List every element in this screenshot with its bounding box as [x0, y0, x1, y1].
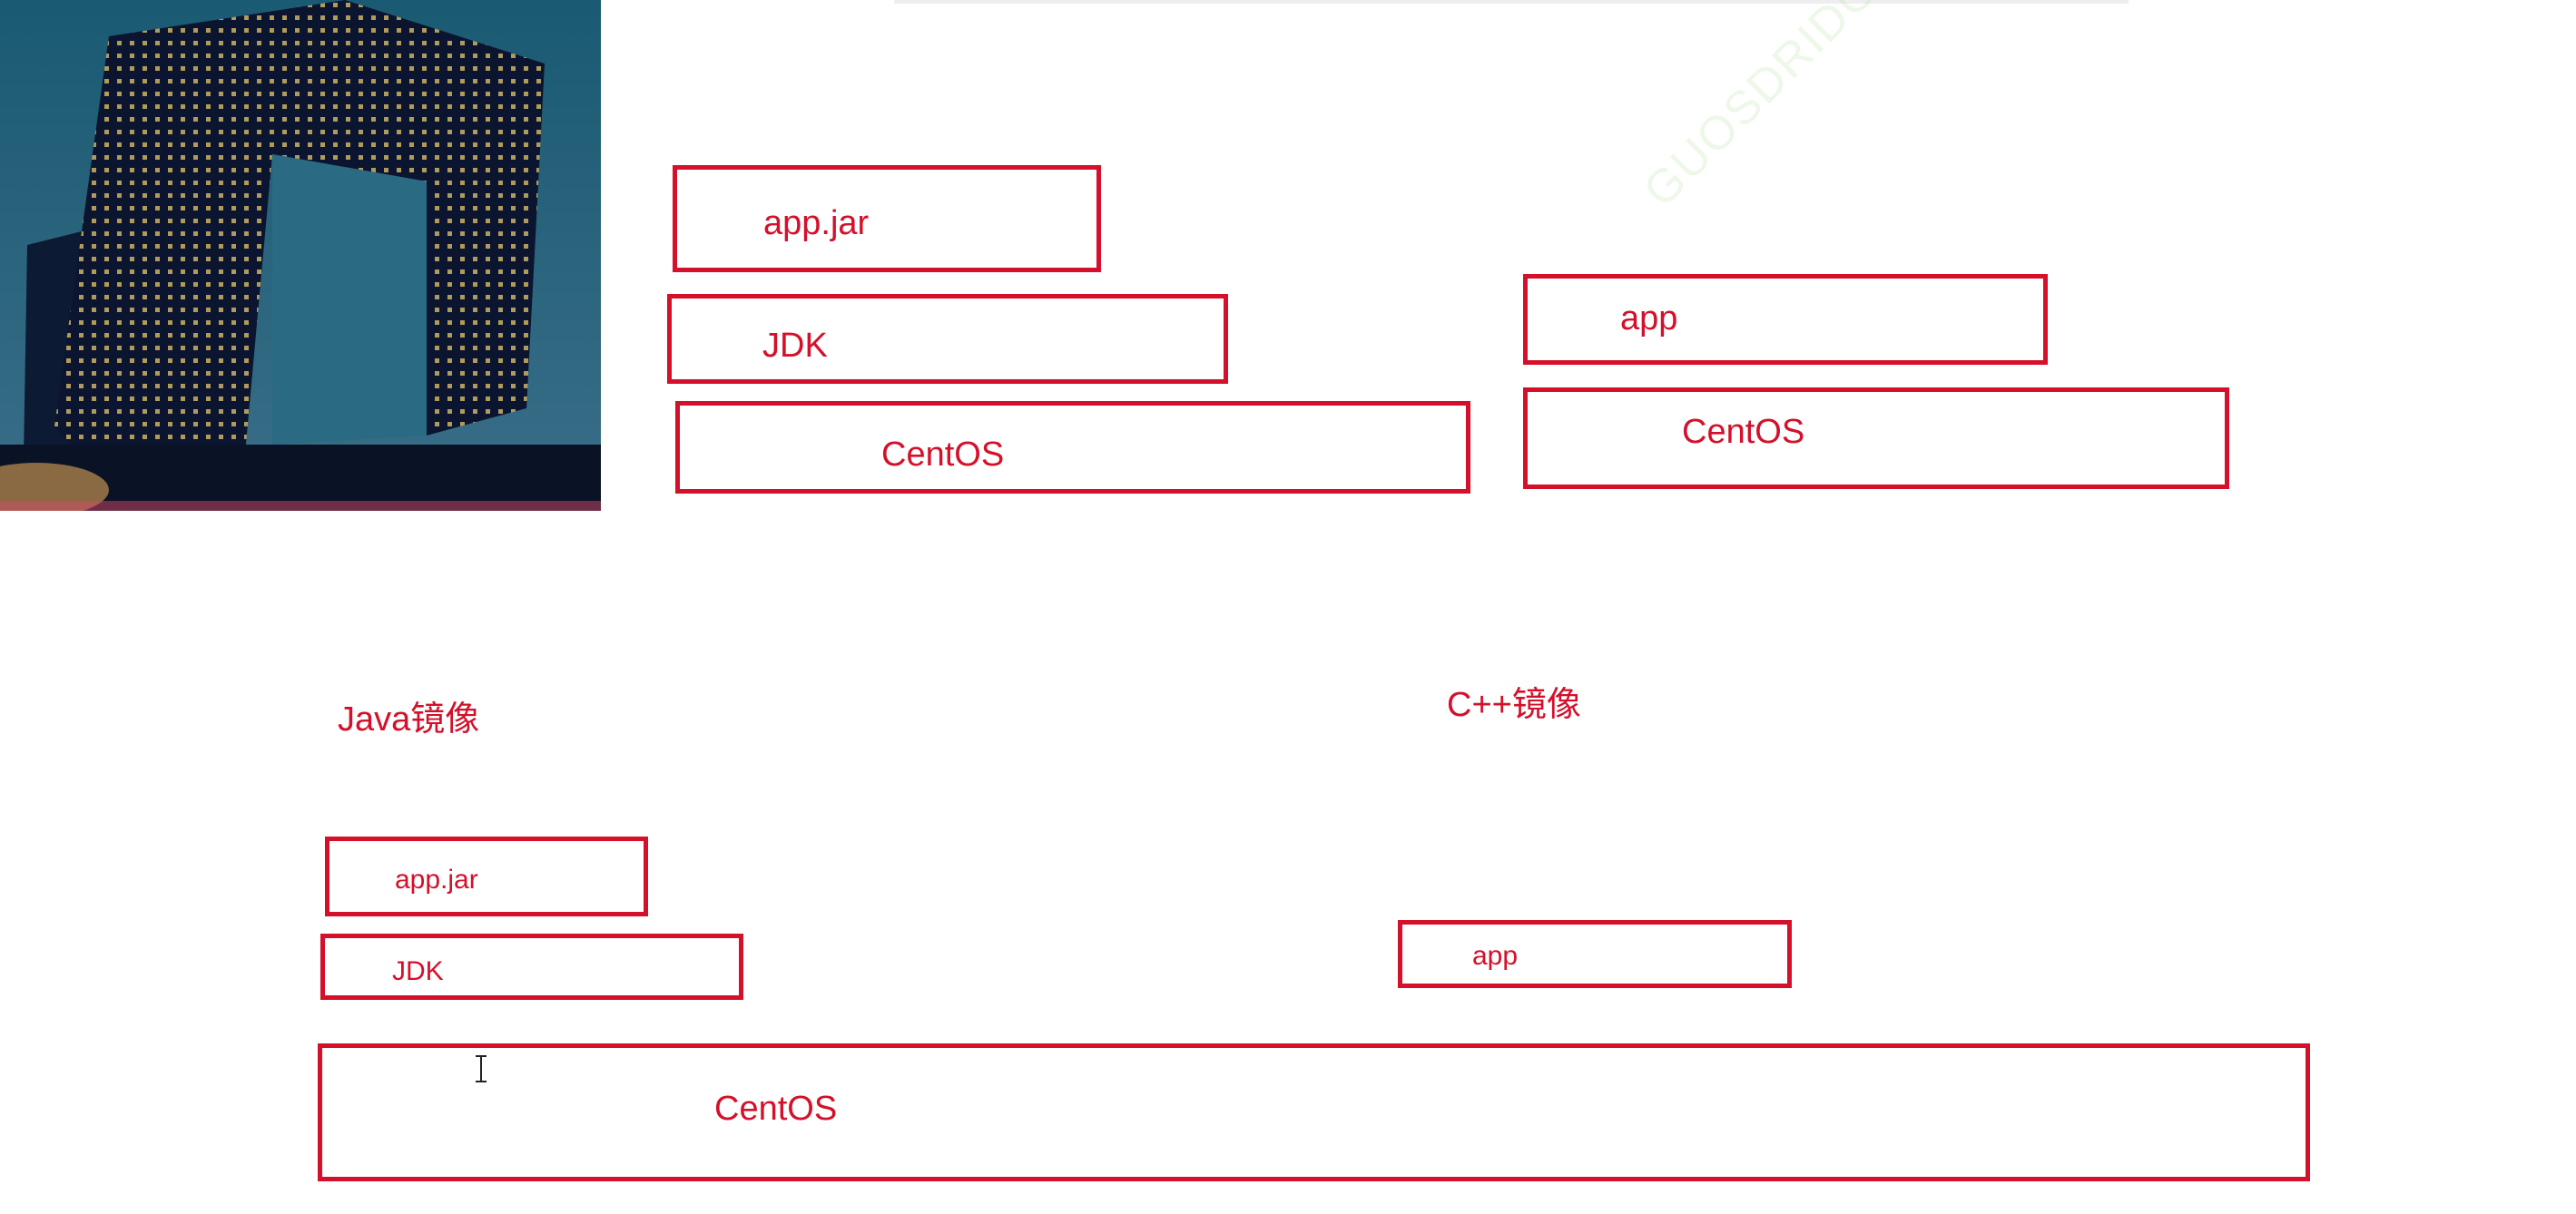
layer-label: JDK [392, 956, 444, 986]
java-layer-jdk: JDK [320, 934, 743, 1000]
layer-label: JDK [762, 327, 828, 365]
java-image-title: Java镜像 [338, 700, 480, 739]
layer-label: CentOS [1682, 413, 1805, 451]
top-left-layer-centos: CentOS [675, 401, 1470, 494]
watermark: GUOSDRIDG [1633, 0, 1889, 218]
layer-label: app.jar [395, 865, 478, 895]
top-divider [894, 0, 2129, 4]
top-left-layer-jdk: JDK [667, 294, 1228, 384]
cpp-image-title: C++镜像 [1447, 686, 1581, 724]
layer-label: CentOS [714, 1090, 838, 1128]
top-left-layer-appjar: app.jar [673, 165, 1101, 272]
building-photo-icon [0, 0, 601, 511]
top-right-layer-centos: CentOS [1523, 387, 2229, 489]
layer-label: app [1472, 941, 1519, 971]
cpp-layer-app: app [1398, 920, 1792, 988]
layer-label: CentOS [881, 436, 1005, 474]
layer-label: app.jar [763, 204, 870, 242]
building-photo [0, 0, 601, 511]
top-right-layer-app: app [1523, 274, 2048, 365]
text-cursor-icon [476, 1055, 487, 1082]
java-layer-appjar: app.jar [325, 837, 648, 916]
shared-centos-base: CentOS [318, 1043, 2310, 1181]
layer-label: app [1620, 299, 1678, 338]
